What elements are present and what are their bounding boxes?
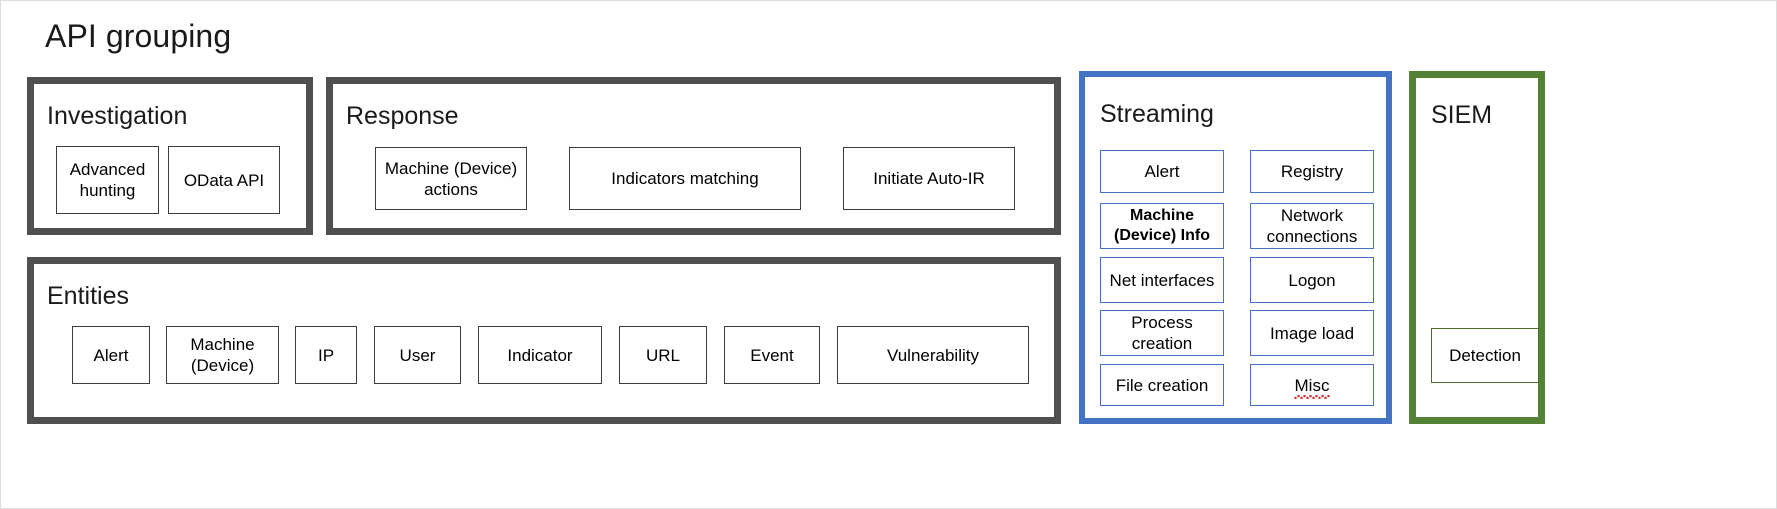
item-label: Alert — [93, 345, 129, 365]
item-label: Machine (Device) Info — [1113, 207, 1210, 244]
item-entity-user[interactable]: User — [374, 326, 461, 384]
item-initiate-auto-ir[interactable]: Initiate Auto-IR — [843, 147, 1015, 210]
item-stream-file-creation[interactable]: File creation — [1100, 364, 1224, 406]
item-siem-detection[interactable]: Detection — [1431, 328, 1539, 383]
item-label: IP — [317, 345, 335, 365]
item-label: OData API — [183, 170, 265, 190]
item-label: Machine (Device) — [190, 335, 255, 375]
item-entity-machine-device[interactable]: Machine (Device) — [166, 326, 279, 384]
item-entity-event[interactable]: Event — [724, 326, 820, 384]
item-stream-process-creation[interactable]: Process creation — [1100, 310, 1224, 356]
item-stream-machine-device-info[interactable]: Machine (Device) Info — [1100, 203, 1224, 249]
item-label: Net interfaces — [1109, 270, 1215, 290]
item-machine-device-actions[interactable]: Machine (Device) actions — [375, 147, 527, 210]
item-stream-registry[interactable]: Registry — [1250, 150, 1374, 193]
item-label: URL — [645, 345, 680, 365]
item-label: Indicator — [507, 345, 573, 365]
group-title-investigation: Investigation — [47, 102, 188, 130]
item-label: Alert — [1144, 162, 1180, 181]
page-title: API grouping — [45, 18, 232, 54]
group-panel-siem: SIEM Detection — [1409, 71, 1545, 424]
group-title-siem: SIEM — [1431, 101, 1493, 129]
item-stream-misc[interactable]: Misc — [1250, 364, 1374, 406]
group-title-response: Response — [346, 102, 459, 130]
item-label: Network connections — [1266, 206, 1358, 246]
item-label: Indicators matching — [611, 169, 759, 188]
item-entity-vulnerability[interactable]: Vulnerability — [837, 326, 1029, 384]
item-label: Process creation — [1131, 313, 1193, 353]
item-label: Machine (Device) actions — [384, 158, 518, 199]
group-panel-response: Response Machine (Device) actions Indica… — [326, 77, 1061, 235]
item-label-misspelled: Misc — [1293, 375, 1331, 399]
item-label: Vulnerability — [887, 345, 979, 365]
item-entity-url[interactable]: URL — [619, 326, 707, 384]
item-label: Registry — [1280, 162, 1344, 181]
item-indicators-matching[interactable]: Indicators matching — [569, 147, 801, 210]
item-stream-net-interfaces[interactable]: Net interfaces — [1100, 257, 1224, 303]
item-stream-logon[interactable]: Logon — [1250, 257, 1374, 303]
item-stream-image-load[interactable]: Image load — [1250, 310, 1374, 356]
item-entity-ip[interactable]: IP — [295, 326, 357, 384]
item-label: Image load — [1269, 323, 1355, 343]
item-stream-network-connections[interactable]: Network connections — [1250, 203, 1374, 249]
group-title-entities: Entities — [47, 282, 129, 310]
item-label: File creation — [1115, 375, 1209, 395]
group-panel-entities: Entities Alert Machine (Device) IP User … — [27, 257, 1061, 424]
item-entity-alert[interactable]: Alert — [72, 326, 150, 384]
item-label: Advanced hunting — [69, 160, 146, 200]
item-stream-alert[interactable]: Alert — [1100, 150, 1224, 193]
item-entity-indicator[interactable]: Indicator — [478, 326, 602, 384]
item-label: Event — [750, 345, 794, 365]
item-label: Detection — [1449, 346, 1521, 365]
item-odata-api[interactable]: OData API — [168, 146, 280, 214]
item-label: User — [399, 345, 436, 365]
group-panel-investigation: Investigation Advanced hunting OData API — [27, 77, 313, 235]
item-label: Initiate Auto-IR — [873, 169, 985, 188]
group-panel-streaming: Streaming Alert Machine (Device) Info Ne… — [1079, 71, 1392, 424]
item-label: Logon — [1288, 270, 1336, 290]
group-title-streaming: Streaming — [1100, 100, 1214, 128]
item-advanced-hunting[interactable]: Advanced hunting — [56, 146, 159, 214]
